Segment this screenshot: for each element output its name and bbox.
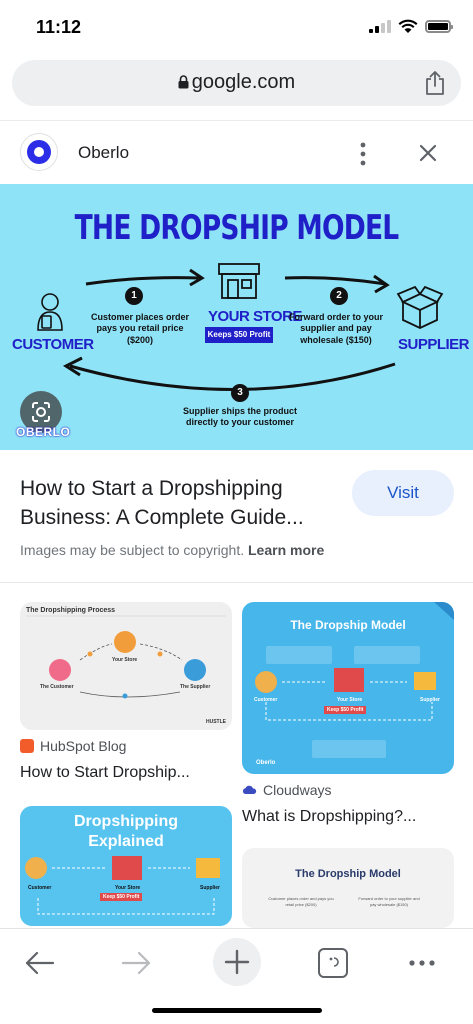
related-thumb-cloudways[interactable]: The Dropship Model Customer Your Store S…: [242, 602, 454, 774]
plus-icon: [224, 949, 250, 975]
supplier-label: SUPPLIER: [398, 336, 470, 353]
step-3-text: Supplier ships the product directly to y…: [182, 406, 297, 428]
visit-button[interactable]: Visit: [352, 470, 454, 516]
thumb-label-supplier: The Supplier: [180, 684, 211, 690]
thumb-badge: Keep $50 Profit: [324, 706, 367, 714]
related-source-hubspot[interactable]: HubSpot Blog: [20, 738, 126, 754]
source-label: Cloudways: [263, 782, 332, 798]
step-2-number: 2: [336, 290, 342, 301]
cloudways-icon: [242, 785, 257, 794]
thumb-brand: Oberlo: [256, 760, 276, 766]
source-header: Oberlo: [0, 120, 473, 184]
thumb-label-store: Your Store: [112, 657, 138, 663]
related-thumb-dropshipping-explained[interactable]: Dropshipping Explained Customer Your Sto…: [20, 806, 232, 926]
your-store-label: YOUR STORE: [208, 308, 302, 325]
wifi-icon: [398, 19, 418, 33]
thumb-title: The Dropship Model: [295, 868, 401, 880]
thumb-label-customer: The Customer: [40, 684, 74, 690]
home-indicator: [152, 1008, 322, 1013]
thumb-label-store: Your Store: [337, 697, 363, 703]
thumb-title: Dropshipping Explained: [74, 813, 178, 850]
battery-icon: [425, 20, 453, 33]
forward-arrow-icon[interactable]: [114, 941, 158, 985]
tab-switcher-icon[interactable]: [311, 941, 355, 985]
cellular-signal-icon: [369, 20, 391, 33]
thumb-diagram: [26, 615, 226, 699]
preview-image[interactable]: THE DROPSHIP MODEL 1 2 3 CUSTOMER YOUR S…: [0, 184, 473, 450]
thumb-label-supplier: Supplier: [420, 697, 441, 703]
url-text: google.com: [191, 71, 296, 93]
divider: [0, 582, 473, 583]
more-menu-icon[interactable]: [400, 941, 444, 985]
close-icon[interactable]: [416, 141, 440, 165]
thumb-diagram: [25, 856, 220, 915]
thumb-label-store: Your Store: [115, 885, 141, 891]
hero-brand: OBERLO: [16, 425, 71, 439]
result-title[interactable]: How to Start a Dropshipping Business: A …: [20, 477, 304, 529]
copyright-notice: Images may be subject to copyright. Lear…: [20, 542, 324, 558]
thumb-note-2: Forward order to your supplier and pay w…: [358, 896, 420, 907]
thumb-badge: Keep $50 Profit: [100, 893, 143, 901]
source-label: HubSpot Blog: [40, 738, 127, 754]
hubspot-icon: [20, 739, 34, 753]
step-3-number: 3: [237, 387, 243, 398]
hero-title: THE DROPSHIP MODEL: [74, 208, 400, 248]
google-lens-button[interactable]: [20, 391, 62, 433]
step-2-text: Forward order to your supplier and pay w…: [288, 312, 383, 345]
thumb-brand: HUSTLE: [206, 719, 226, 725]
address-bar[interactable]: google.com: [12, 60, 461, 106]
thumb-label-customer: Customer: [254, 697, 278, 703]
related-title-cloudways[interactable]: What is Dropshipping?...: [242, 808, 417, 825]
share-icon[interactable]: [423, 70, 447, 96]
lock-icon: [178, 75, 189, 89]
back-arrow-icon[interactable]: [18, 941, 62, 985]
store-icon: [218, 263, 260, 299]
related-thumb-hubspot[interactable]: The Dropshipping Process Your Store The …: [20, 602, 232, 730]
related-title-hubspot[interactable]: How to Start Dropship...: [20, 764, 190, 781]
thumb-label-customer: Customer: [28, 885, 52, 891]
new-tab-button[interactable]: [213, 938, 261, 986]
profit-badge: Keeps $50 Profit: [205, 327, 273, 343]
copyright-text: Images may be subject to copyright.: [20, 542, 245, 558]
related-thumb-dropship-model[interactable]: The Dropship Model Customer places order…: [242, 848, 454, 928]
source-name[interactable]: Oberlo: [78, 143, 130, 162]
lens-icon: [32, 402, 50, 422]
related-source-cloudways[interactable]: Cloudways: [242, 782, 331, 798]
status-icons: [369, 19, 453, 34]
status-bar: 11:12: [0, 0, 473, 56]
dropship-diagram-arrows: [37, 263, 444, 402]
more-options-icon[interactable]: [356, 141, 370, 167]
step-1-text: Customer places order pays you retail pr…: [90, 312, 190, 345]
step-1-number: 1: [131, 290, 137, 301]
thumb-label-supplier: Supplier: [200, 885, 221, 891]
address-url[interactable]: google.com: [12, 71, 461, 94]
customer-icon: [37, 293, 63, 331]
thumb-title: The Dropshipping Process: [26, 607, 116, 614]
status-time: 11:12: [36, 17, 82, 37]
learn-more-link[interactable]: Learn more: [248, 542, 325, 558]
thumb-note-1: Customer places order and pays you retai…: [268, 896, 334, 907]
oberlo-logo-icon[interactable]: [20, 133, 58, 171]
supplier-box-icon: [396, 285, 444, 329]
customer-label: CUSTOMER: [12, 336, 94, 353]
thumb-title: The Dropship Model: [290, 618, 406, 632]
thumb-diagram: [255, 602, 454, 758]
